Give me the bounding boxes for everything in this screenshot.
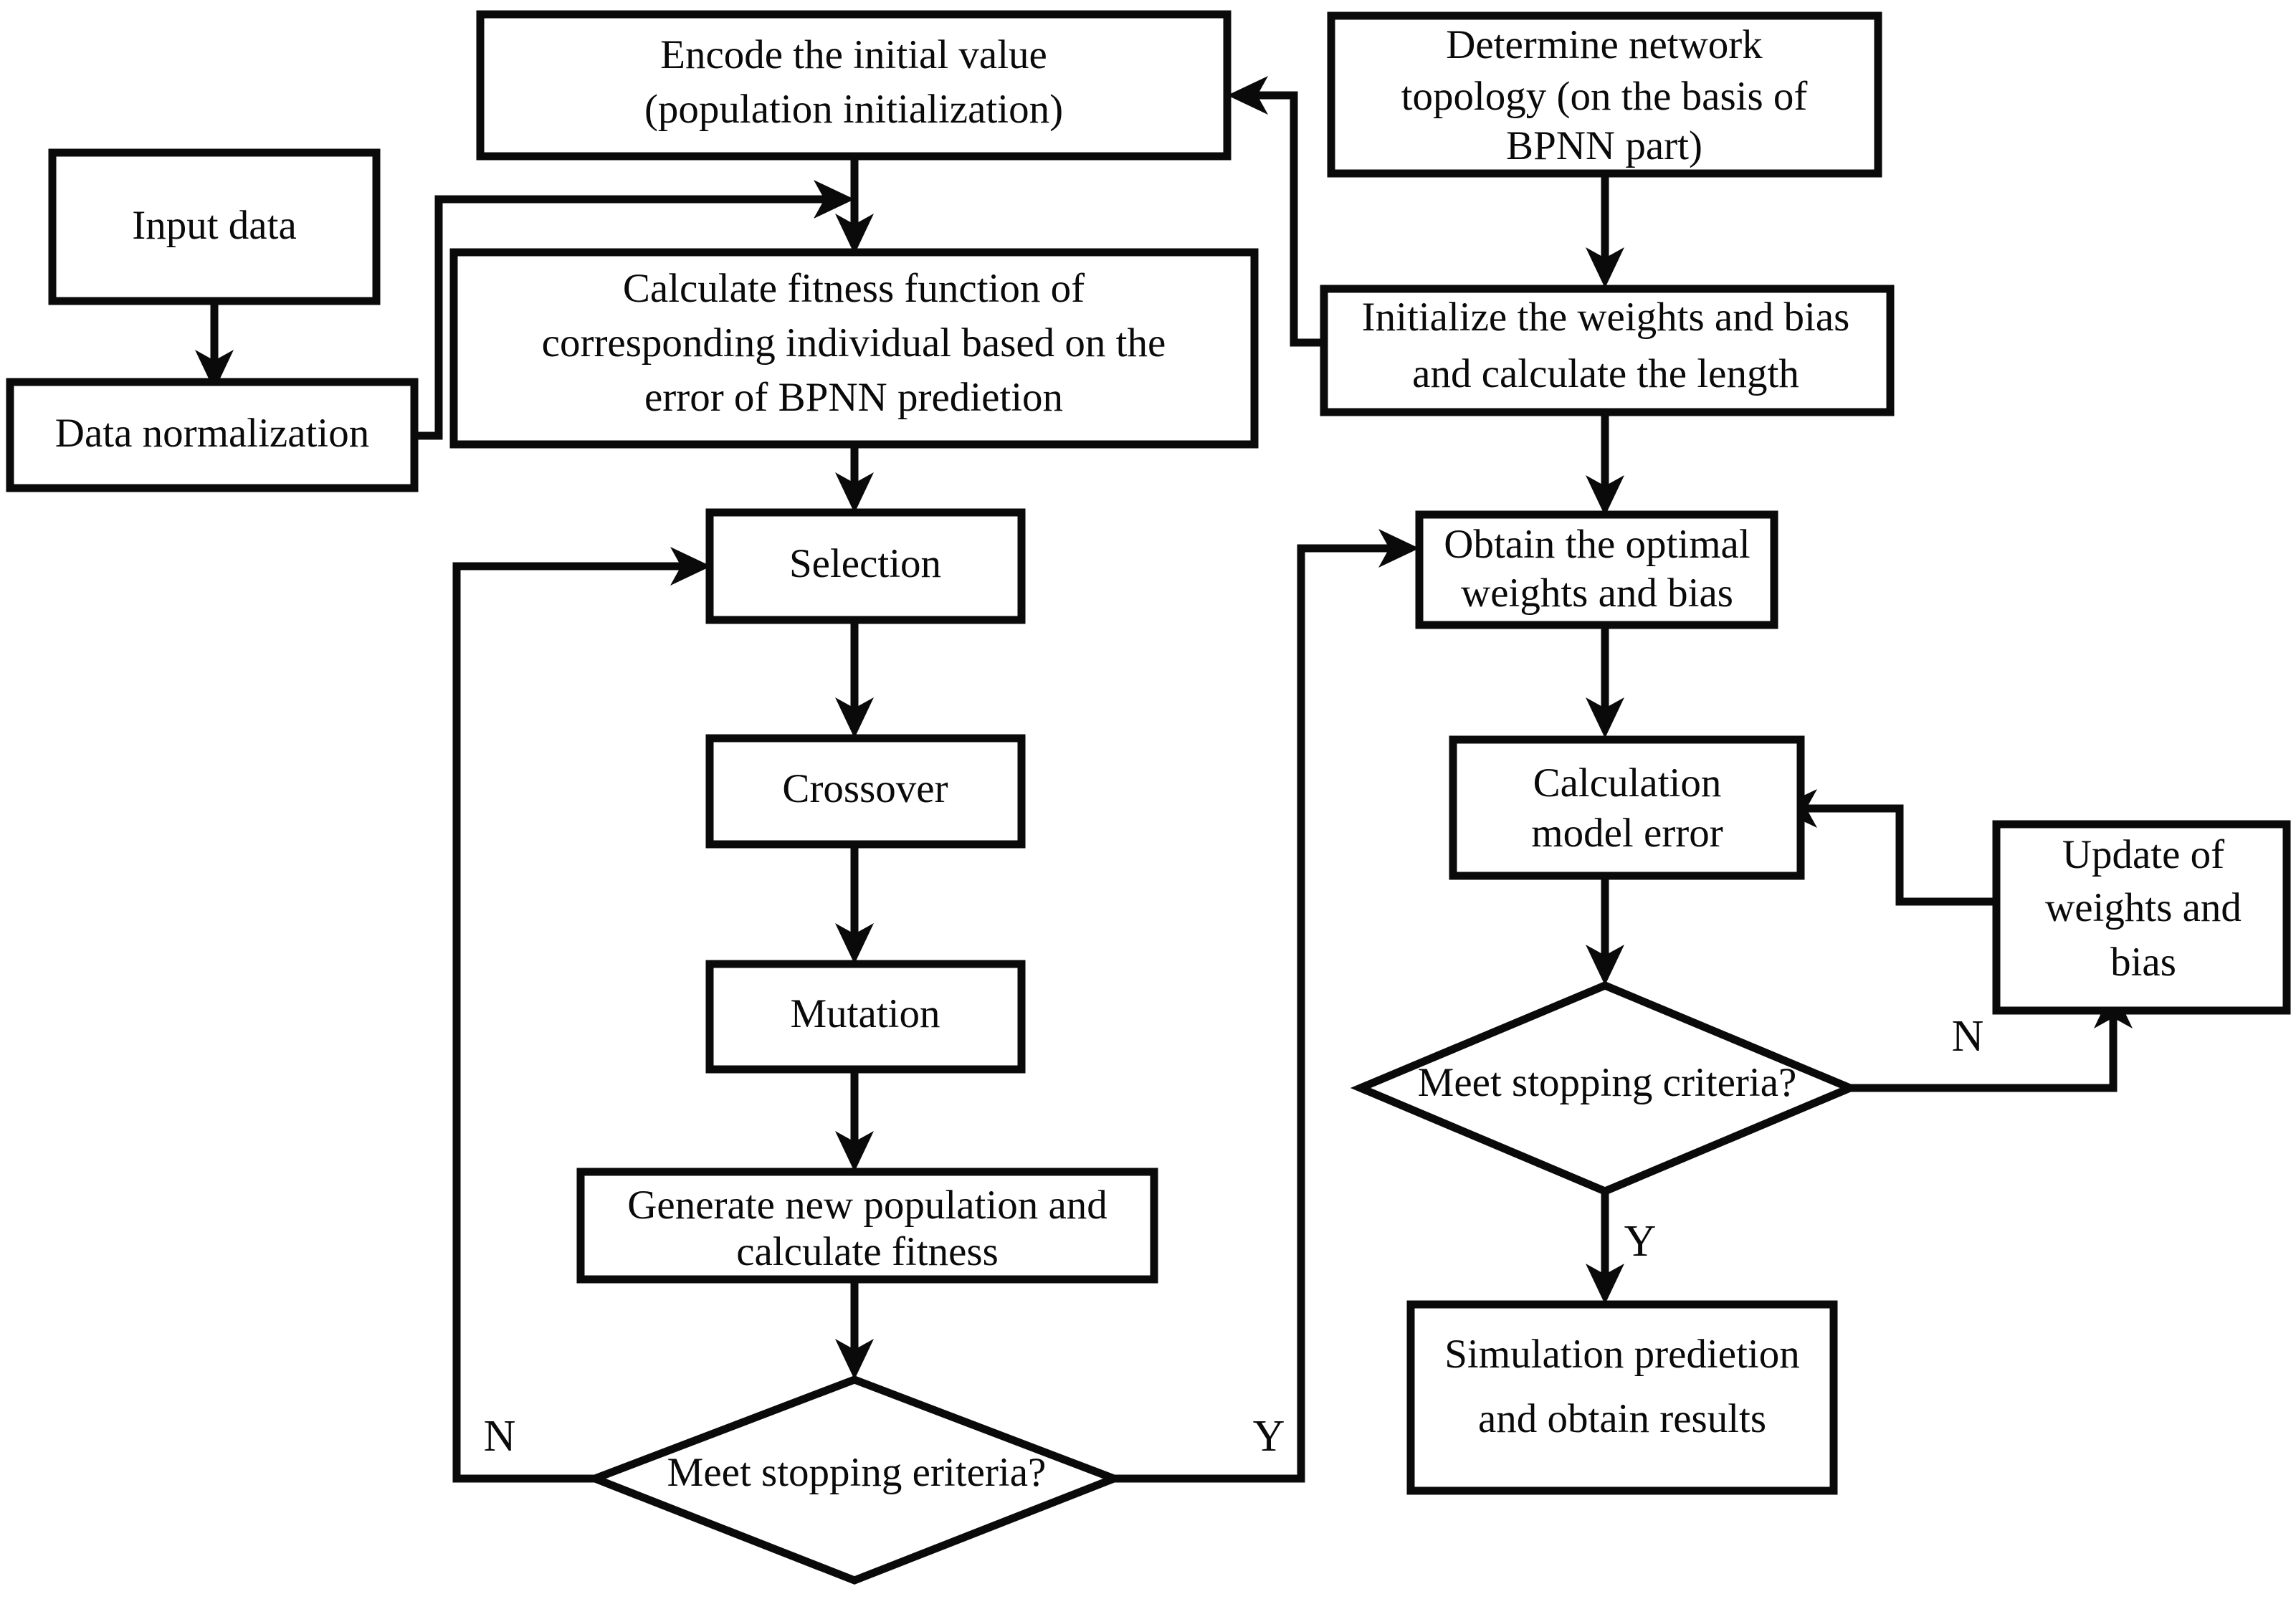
edge-bp-yes-to-simulation [1586,1191,1624,1304]
node-ga-stopping-criteria[interactable]: Meet stopping eriteria? [583,1375,1125,1585]
node-topology-line-2: BPNN part) [1506,123,1702,168]
edge-label-bp-no: N [1952,1012,1984,1061]
node-obtain-optimal-weights[interactable]: Obtain the optimal weights and bias [1415,510,1778,629]
node-simulation-prediction[interactable]: Simulation predietion and obtain results [1406,1300,1838,1495]
edge-ga-no-to-selection [452,547,711,1483]
node-topology-line-1: topology (on the basis of [1401,74,1808,119]
node-initialize-line-1: and calculate the length [1412,351,1799,396]
node-obtain-line-1: weights and bias [1461,571,1733,616]
edge-initialize-to-encode [1227,76,1324,347]
node-ga-diamond-line-0: Meet stopping eriteria? [667,1450,1047,1495]
edge-crossover-to-mutation [835,844,874,964]
node-encode-line-0: Encode the initial value [660,32,1047,77]
node-calculation-model-error[interactable]: Calculation model error [1449,735,1805,880]
node-fitness-line-2: error of BPNN predietion [644,375,1063,420]
edge-selection-to-crossover [835,620,874,738]
node-bp-stopping-criteria[interactable]: Meet stopping criteria? [1350,981,1861,1195]
node-initialize-line-0: Initialize the weights and bias [1362,295,1850,340]
node-selection[interactable]: Selection [705,508,1026,624]
node-bp-diamond-line-0: Meet stopping criteria? [1418,1060,1797,1105]
node-generate-line-1: calculate fitness [736,1229,999,1274]
edge-calcerror-to-bp-diamond [1586,876,1624,985]
node-input-data-line-0: Input data [132,203,297,248]
edge-label-bp-yes: Y [1624,1217,1657,1266]
node-encode-initial-value[interactable]: Encode the initial value (population ini… [476,10,1232,161]
edge-update-to-calcerror [1776,789,1996,906]
node-simulation-line-0: Simulation predietion [1444,1332,1800,1377]
node-update-line-0: Update of [2062,832,2224,877]
node-encode-line-1: (population initialization) [644,87,1063,132]
node-mutation-line-0: Mutation [791,991,940,1036]
node-update-line-1: weights and [2045,885,2242,930]
node-crossover[interactable]: Crossover [705,734,1026,849]
node-input-data[interactable]: Input data [48,148,381,305]
edge-label-ga-yes: Y [1253,1412,1285,1461]
node-fitness-line-0: Calculate fitness function of [623,266,1085,311]
node-fitness-line-1: corresponding individual based on the [542,320,1166,366]
node-mutation[interactable]: Mutation [705,960,1026,1074]
node-calculate-fitness-function[interactable]: Calculate fitness function of correspond… [449,248,1259,449]
edge-topology-to-initialize [1586,173,1624,288]
node-generate-new-population[interactable]: Generate new population and calculate fi… [576,1168,1158,1284]
node-obtain-line-0: Obtain the optimal [1444,522,1750,567]
edge-initialize-to-obtain [1586,412,1624,516]
node-generate-line-0: Generate new population and [627,1183,1107,1228]
edge-label-ga-no: N [484,1412,516,1461]
node-crossover-line-0: Crossover [782,766,948,811]
edge-ga-yes-to-obtain [1114,529,1419,1483]
node-data-normalization-line-0: Data normalization [55,411,369,456]
edge-encode-to-fitness [835,156,874,254]
edge-generate-to-ga-diamond [835,1279,874,1380]
node-update-line-2: bias [2110,940,2176,985]
edge-mutation-to-generate [835,1069,874,1172]
node-calcerror-line-0: Calculation [1533,760,1722,806]
node-selection-line-0: Selection [789,541,941,586]
node-initialize-weights-bias[interactable]: Initialize the weights and bias and calc… [1320,285,1895,416]
node-update-weights-bias[interactable]: Update of weights and bias [1992,820,2291,1015]
node-simulation-line-1: and obtain results [1478,1396,1766,1441]
node-calcerror-line-1: model error [1531,811,1723,856]
edge-fitness-to-selection [835,444,874,513]
node-determine-network-topology[interactable]: Determine network topology (on the basis… [1327,11,1882,178]
edge-obtain-to-calcerror [1586,625,1624,738]
edge-input-to-normalization [195,301,234,391]
node-data-normalization[interactable]: Data normalization [6,378,419,492]
edge-normalization-to-fitness [414,180,854,440]
node-topology-line-0: Determine network [1446,22,1763,67]
